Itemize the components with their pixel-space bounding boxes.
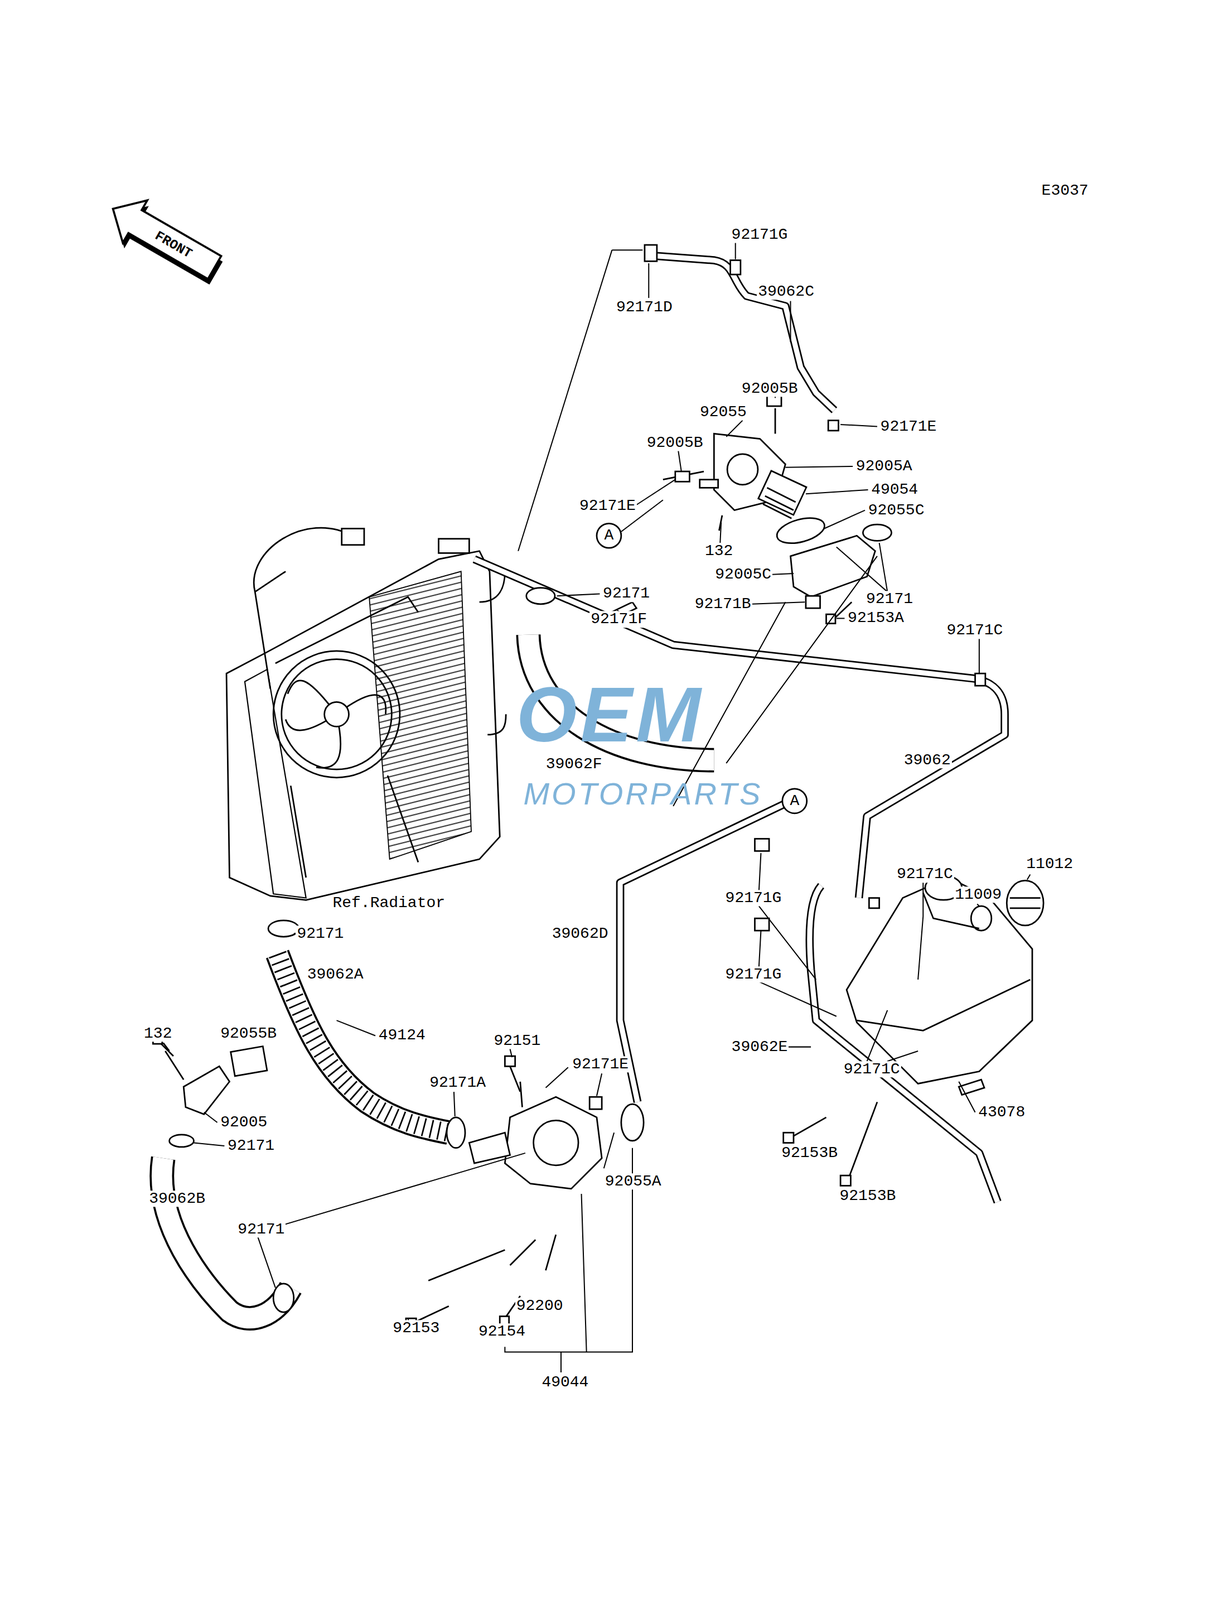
part-label: 92171: [236, 1220, 286, 1237]
part-label: 92171C: [945, 622, 1005, 639]
part-label: 92153: [391, 1320, 441, 1337]
part-label: 92151: [492, 1032, 542, 1049]
reference-circle: [782, 788, 807, 814]
part-label: 39062D: [550, 925, 610, 942]
part-label: 92153A: [846, 610, 906, 627]
watermark: MOTORPARTS: [521, 777, 764, 811]
part-label: Ref.Radiator: [331, 894, 447, 911]
radiator: [226, 527, 506, 900]
part-label: 39062B: [147, 1190, 207, 1207]
part-label: 92055: [698, 403, 748, 420]
part-label: 92005B: [645, 434, 705, 451]
part-label: 92171E: [879, 418, 939, 435]
part-label: 92171: [226, 1137, 276, 1154]
direction-text: FRONT: [151, 228, 196, 262]
hose-clamp: [169, 244, 986, 1312]
part-label: 132: [142, 1025, 173, 1042]
part-label: 92171: [864, 590, 915, 607]
part-label: 92153B: [838, 1187, 897, 1204]
leader-line: [194, 242, 1031, 1372]
part-label: E3037: [1040, 182, 1090, 199]
part-label: 39062: [902, 751, 952, 768]
part-label: 92171E: [578, 497, 637, 514]
part-label: 92171G: [724, 965, 783, 983]
part-label: 39062F: [544, 755, 604, 772]
part-label: 49124: [377, 1027, 427, 1044]
part-label: 92171: [295, 925, 345, 942]
part-label: 92055A: [603, 1172, 663, 1189]
part-label: 92200: [515, 1297, 565, 1314]
hose-corrugation: [277, 953, 449, 1133]
part-label: 92171C: [842, 1060, 902, 1077]
reference-marker: A: [603, 527, 616, 544]
part-label: 92171G: [730, 226, 790, 243]
part-label: 92171E: [571, 1055, 630, 1072]
reference-circle: [596, 523, 622, 548]
part-label: 92153B: [780, 1144, 839, 1161]
part-label: 92171B: [693, 595, 753, 612]
front-arrow: [98, 187, 231, 294]
watermark: OEM: [515, 673, 706, 756]
part-label: 92005C: [713, 566, 773, 583]
part-label: 49054: [869, 481, 920, 498]
bolt: [152, 601, 878, 1328]
part-label: 92171C: [895, 866, 955, 883]
thermostat-housing: [663, 395, 876, 597]
part-label: 92171D: [615, 298, 674, 316]
part-label: 39062C: [756, 283, 816, 300]
outlet-fitting: [163, 1042, 268, 1114]
reference-marker: A: [788, 792, 801, 809]
part-label: 92055C: [867, 501, 926, 519]
part-label: 92055B: [219, 1025, 278, 1042]
part-label: 92171F: [589, 611, 649, 628]
part-label: 39062A: [306, 965, 365, 983]
part-label: 49044: [540, 1374, 590, 1391]
part-label: 39062E: [730, 1038, 790, 1055]
part-label: 132: [703, 542, 734, 559]
part-label: 92005: [219, 1113, 269, 1130]
part-label: 92171G: [724, 889, 783, 906]
part-label: 11012: [1025, 855, 1075, 872]
hose: [161, 634, 714, 1318]
part-label: 92005A: [854, 457, 914, 475]
part-label: 11009: [953, 886, 1003, 903]
part-label: 92154: [477, 1322, 527, 1339]
part-label: 92171: [601, 585, 651, 602]
part-label: 43078: [977, 1103, 1027, 1120]
part-label: 92171A: [428, 1074, 487, 1091]
part-label: 92005B: [740, 380, 800, 397]
